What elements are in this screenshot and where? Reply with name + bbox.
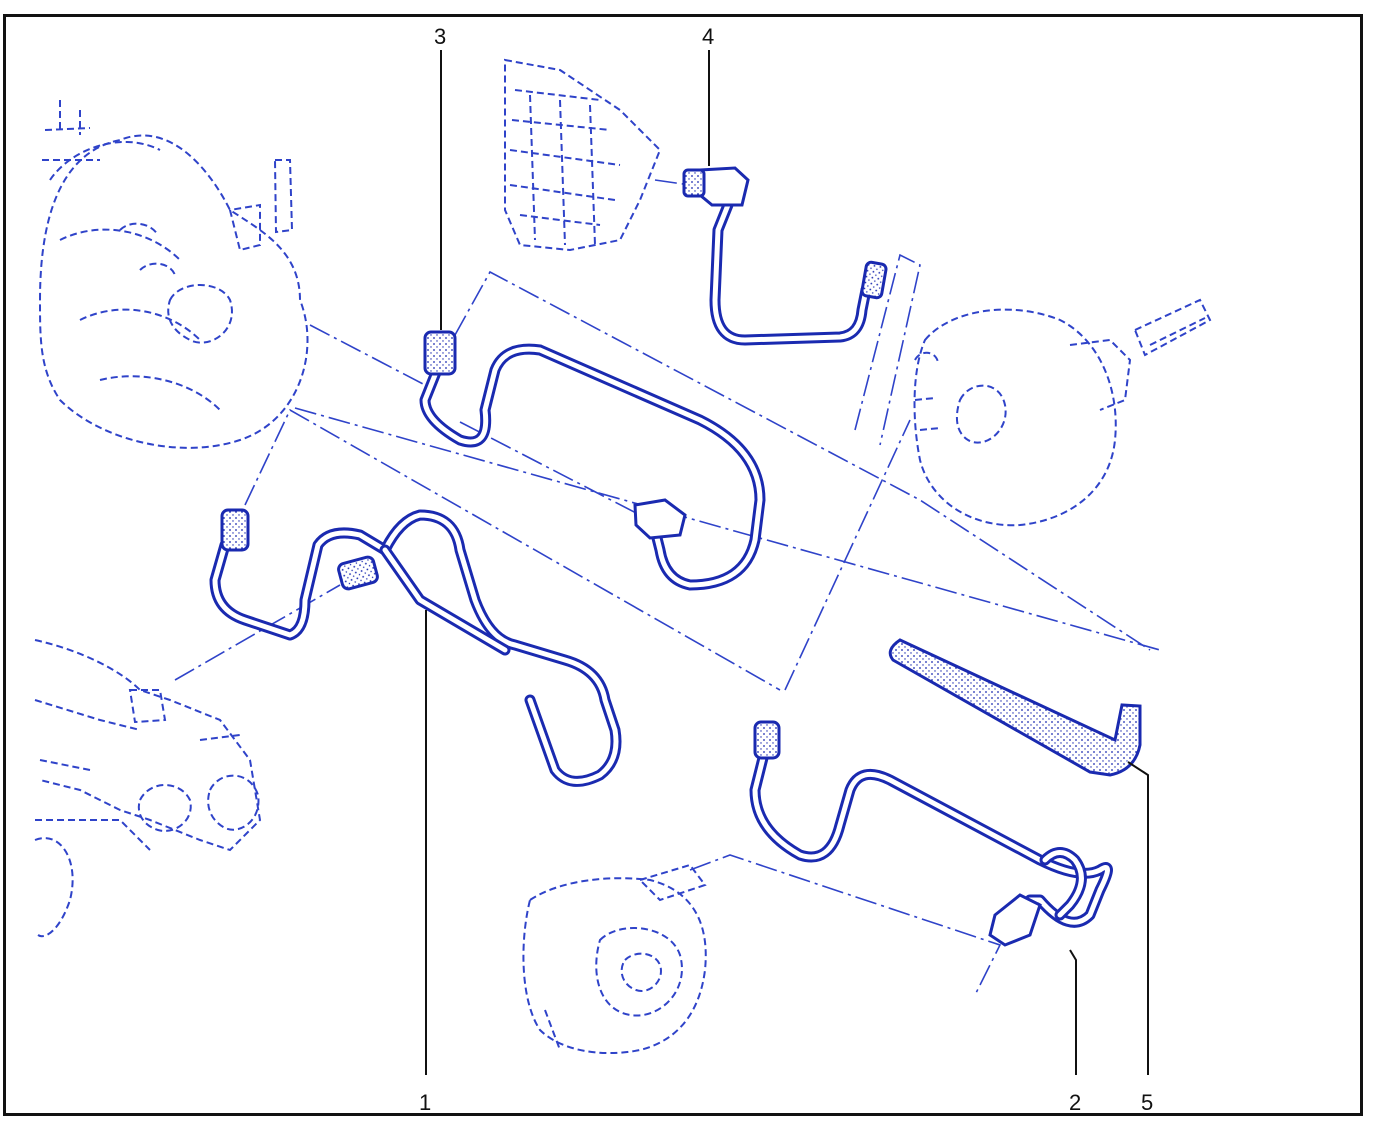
engine-block-ghost <box>38 100 309 449</box>
hose-1[interactable] <box>209 508 622 787</box>
hose-3[interactable] <box>419 330 766 591</box>
callout-label-5: 5 <box>1141 1090 1153 1115</box>
hose-5[interactable] <box>888 638 1142 777</box>
callout-label-4: 4 <box>702 24 714 49</box>
assembly-lines <box>174 179 1161 996</box>
reservoir-ghost <box>504 58 662 252</box>
callout-label-3: 3 <box>434 24 446 49</box>
leader-lines <box>425 50 1149 1075</box>
intake-manifold-ghost <box>34 639 262 938</box>
diagram-frame <box>3 14 1363 1116</box>
hose-4[interactable] <box>682 166 888 346</box>
hose-2[interactable] <box>749 720 1113 947</box>
callout-label-1: 1 <box>419 1090 431 1115</box>
callout-label-2: 2 <box>1069 1090 1081 1115</box>
brake-booster-ghost <box>913 298 1212 527</box>
vacuum-pump-ghost <box>522 863 707 1055</box>
